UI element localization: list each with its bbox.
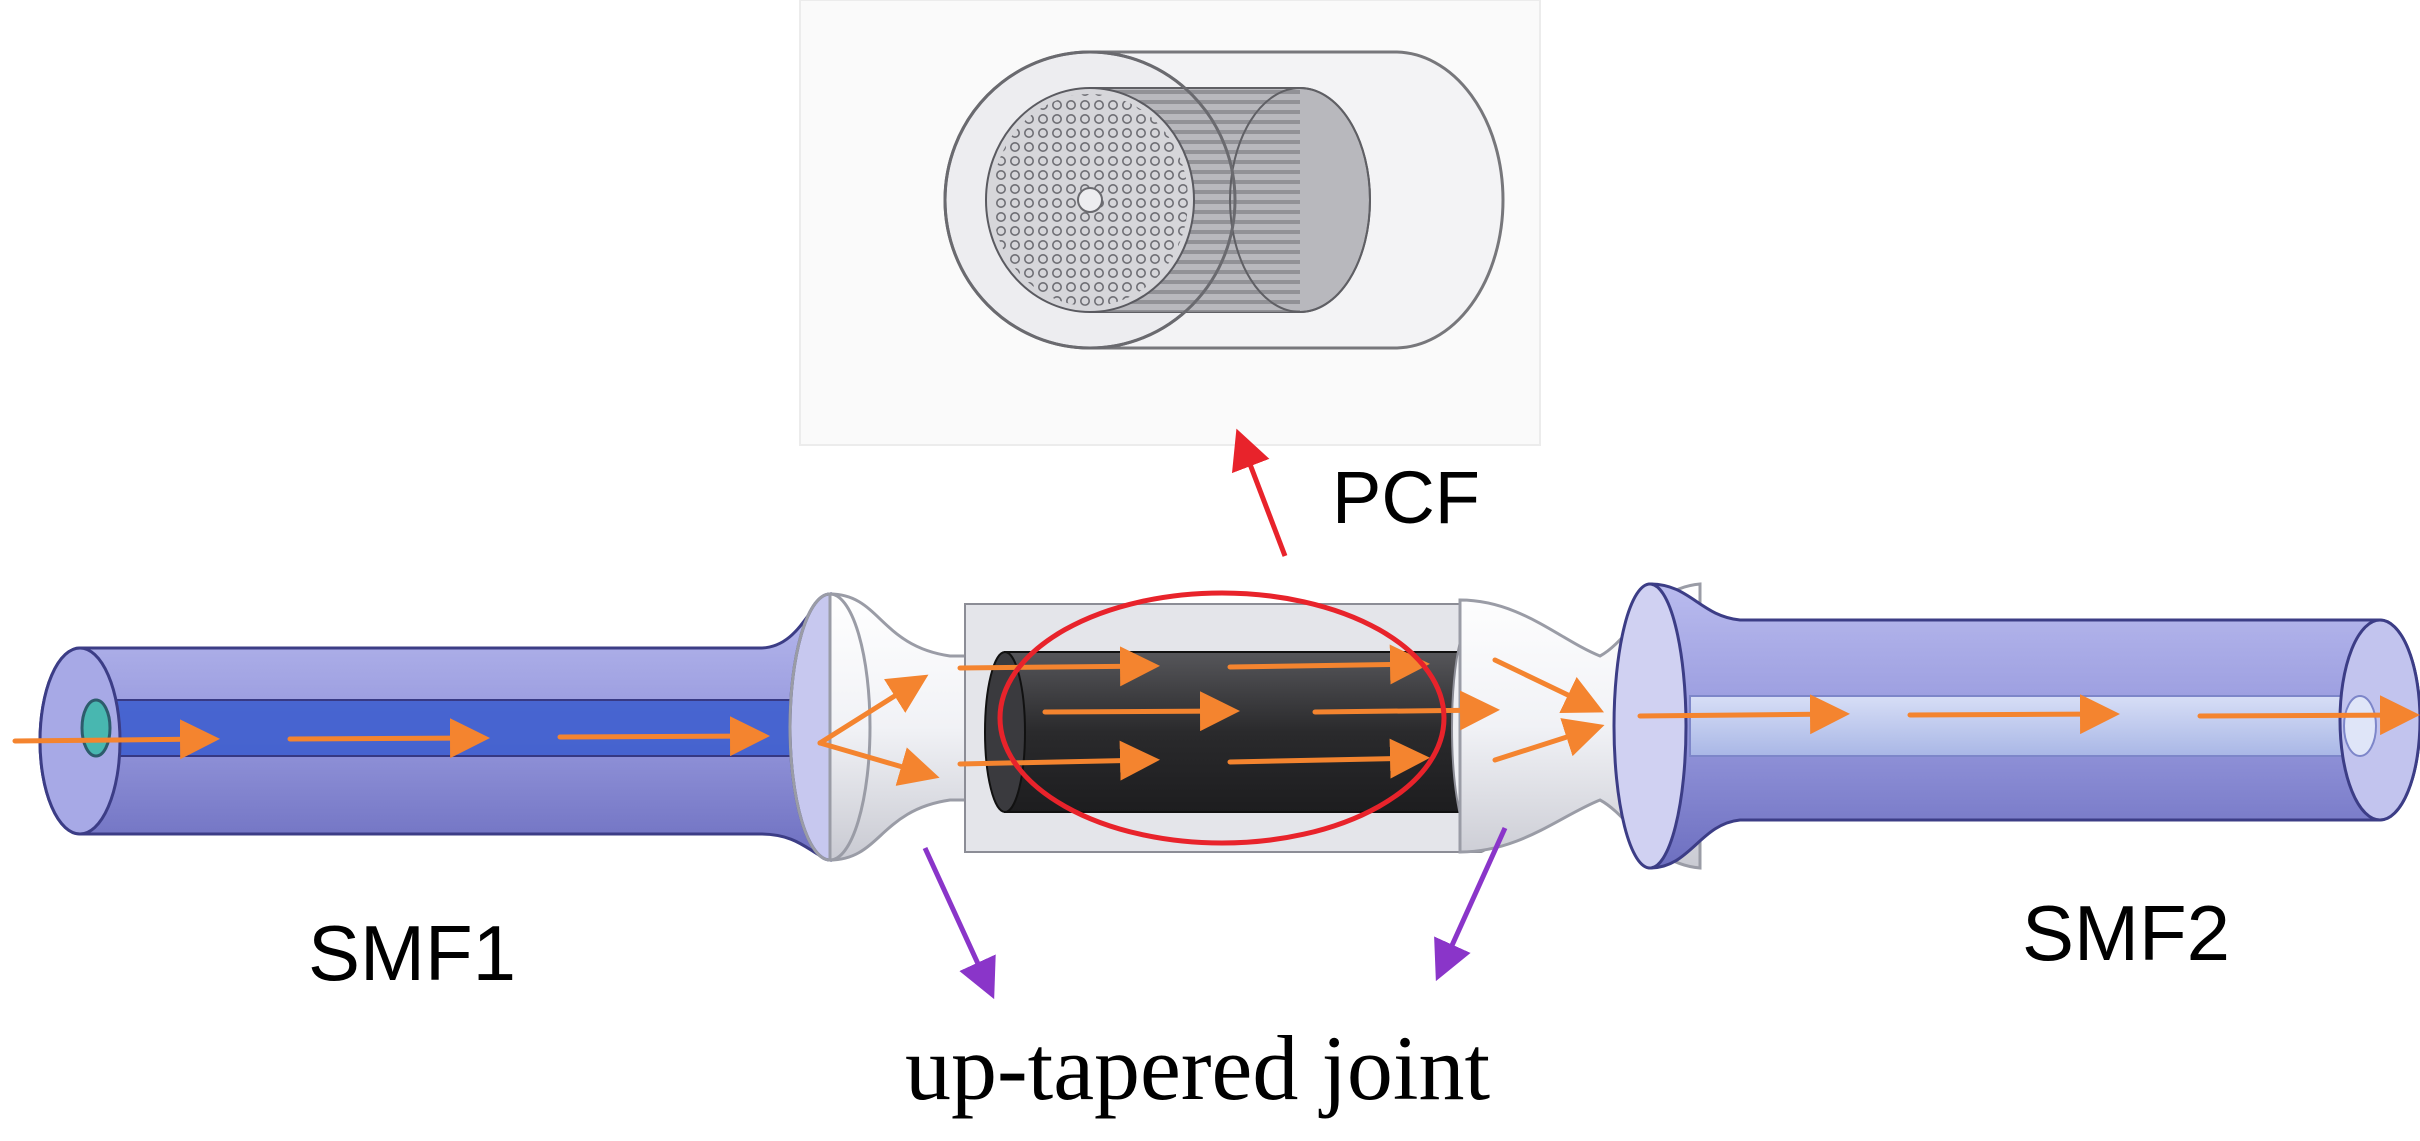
pcf-highlight <box>997 428 1447 846</box>
light-arrow <box>1227 738 1430 779</box>
light-arrow <box>2197 695 2420 736</box>
light-arrow <box>957 740 1160 781</box>
pcf-cross-section-icon <box>799 0 1541 446</box>
light-arrow <box>1227 644 1430 685</box>
light-path-arrows <box>12 644 2420 786</box>
smf2-fiber <box>1612 582 2420 870</box>
left-joint-pointer <box>922 846 996 1000</box>
light-arrow <box>817 674 929 746</box>
joint-pointers <box>922 826 1508 1000</box>
smf1-label: SMF1 <box>308 909 517 997</box>
light-arrow <box>1637 694 1850 735</box>
smf2-label: SMF2 <box>2022 889 2231 977</box>
light-arrow <box>1492 718 1605 763</box>
light-arrow <box>1907 694 2120 735</box>
right-joint-pointer <box>1434 826 1508 982</box>
smf1-fiber <box>38 591 872 863</box>
up-tapered-joint-label: up-tapered joint <box>905 1017 1491 1119</box>
light-arrow <box>12 719 220 760</box>
light-arrow <box>1312 690 1500 731</box>
light-arrow <box>957 646 1160 687</box>
light-arrow <box>817 740 940 786</box>
light-arrow <box>557 716 770 757</box>
pcf-pointer-arrow <box>1232 428 1288 557</box>
light-arrow <box>1492 657 1605 714</box>
light-arrow <box>1042 691 1240 732</box>
pcf-label: PCF <box>1332 456 1480 539</box>
light-arrow <box>287 718 490 759</box>
